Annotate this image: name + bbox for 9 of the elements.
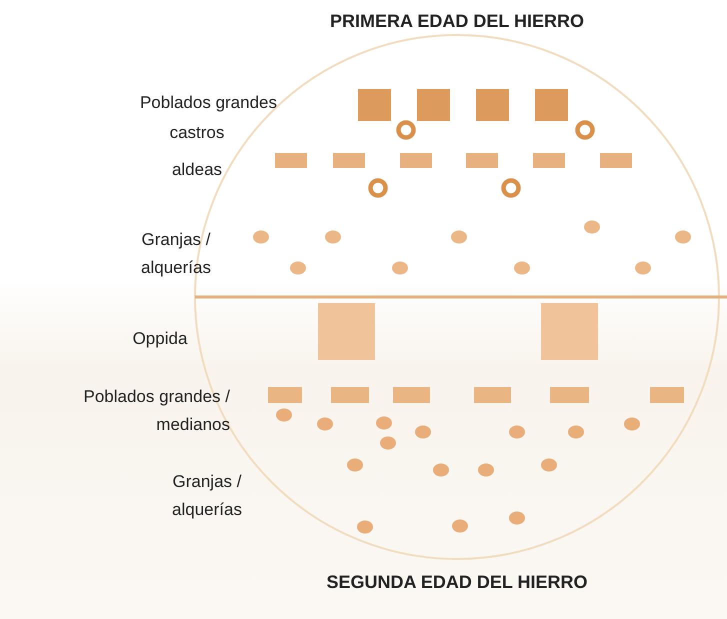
category-label: Granjas / alquerías — [171, 471, 243, 521]
category-label: Poblados grandes — [138, 92, 277, 114]
heading: PRIMERA EDAD DEL HIERRO — [328, 11, 586, 32]
category-label: aldeas — [170, 159, 224, 181]
heading: SEGUNDA EDAD DEL HIERRO — [325, 572, 589, 593]
category-label: Oppida — [132, 328, 188, 350]
category-label: castros — [168, 122, 226, 144]
category-label: Granjas / alquerías — [140, 229, 212, 279]
category-label: Poblados grandes / medianos — [82, 386, 230, 436]
